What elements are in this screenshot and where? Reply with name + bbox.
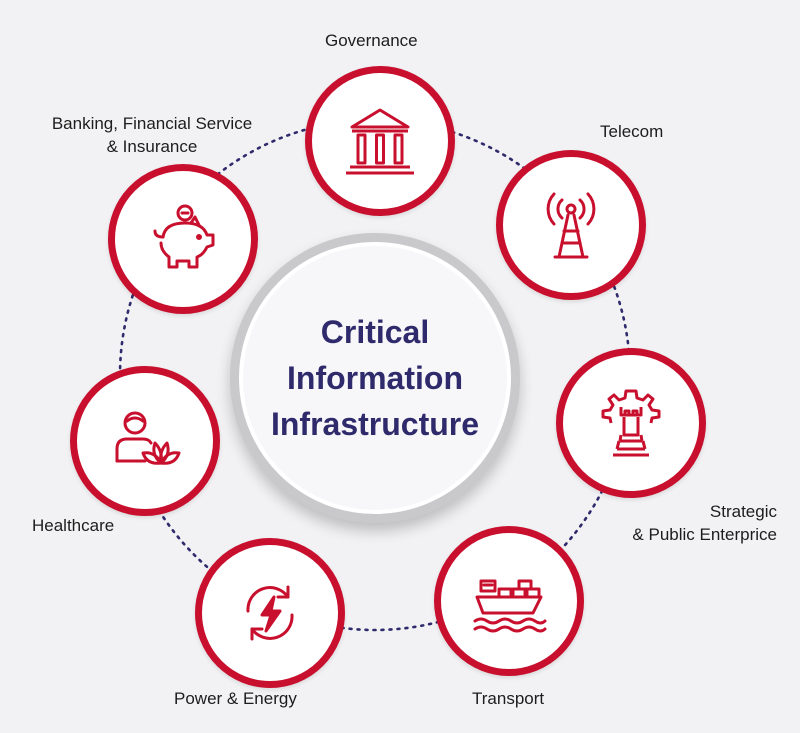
label-banking-financial-insurance: Banking, Financial Service & Insurance [34, 112, 270, 158]
label-line: Strategic [709, 502, 777, 521]
cargo-ship-icon [473, 579, 547, 633]
node-governance [305, 66, 455, 216]
label-governance: Governance [325, 31, 418, 50]
label-healthcare: Healthcare [32, 516, 115, 535]
node-strategic-public-enterprise [556, 348, 706, 498]
node-telecom [496, 150, 646, 300]
radio-tower-icon [546, 192, 596, 259]
node-banking-financial-insurance [108, 164, 258, 314]
central-title-line: Information [287, 360, 463, 396]
node-healthcare [70, 366, 220, 516]
label-line: Banking, Financial Service [51, 114, 253, 133]
label-strategic-public-enterprise: Strategic & Public Enterprice [600, 500, 777, 546]
node-transport [434, 526, 584, 676]
label-line: & Insurance [106, 137, 198, 156]
renewable-energy-icon [246, 585, 294, 641]
label-telecom: Telecom [600, 122, 664, 141]
label-transport: Transport [472, 689, 545, 708]
central-title-line: Infrastructure [270, 406, 480, 442]
central-title: Critical Information Infrastructure [255, 309, 495, 447]
piggy-bank-icon [153, 204, 215, 269]
person-lotus-icon [115, 411, 181, 465]
gear-chess-rook-icon [601, 389, 661, 457]
central-title-line: Critical [320, 314, 430, 350]
label-line: & Public Enterprice [632, 525, 777, 544]
government-building-icon [346, 108, 414, 175]
central-hub: Critical Information Infrastructure [230, 233, 520, 523]
node-power-energy [195, 538, 345, 688]
label-power-energy: Power & Energy [174, 689, 297, 708]
